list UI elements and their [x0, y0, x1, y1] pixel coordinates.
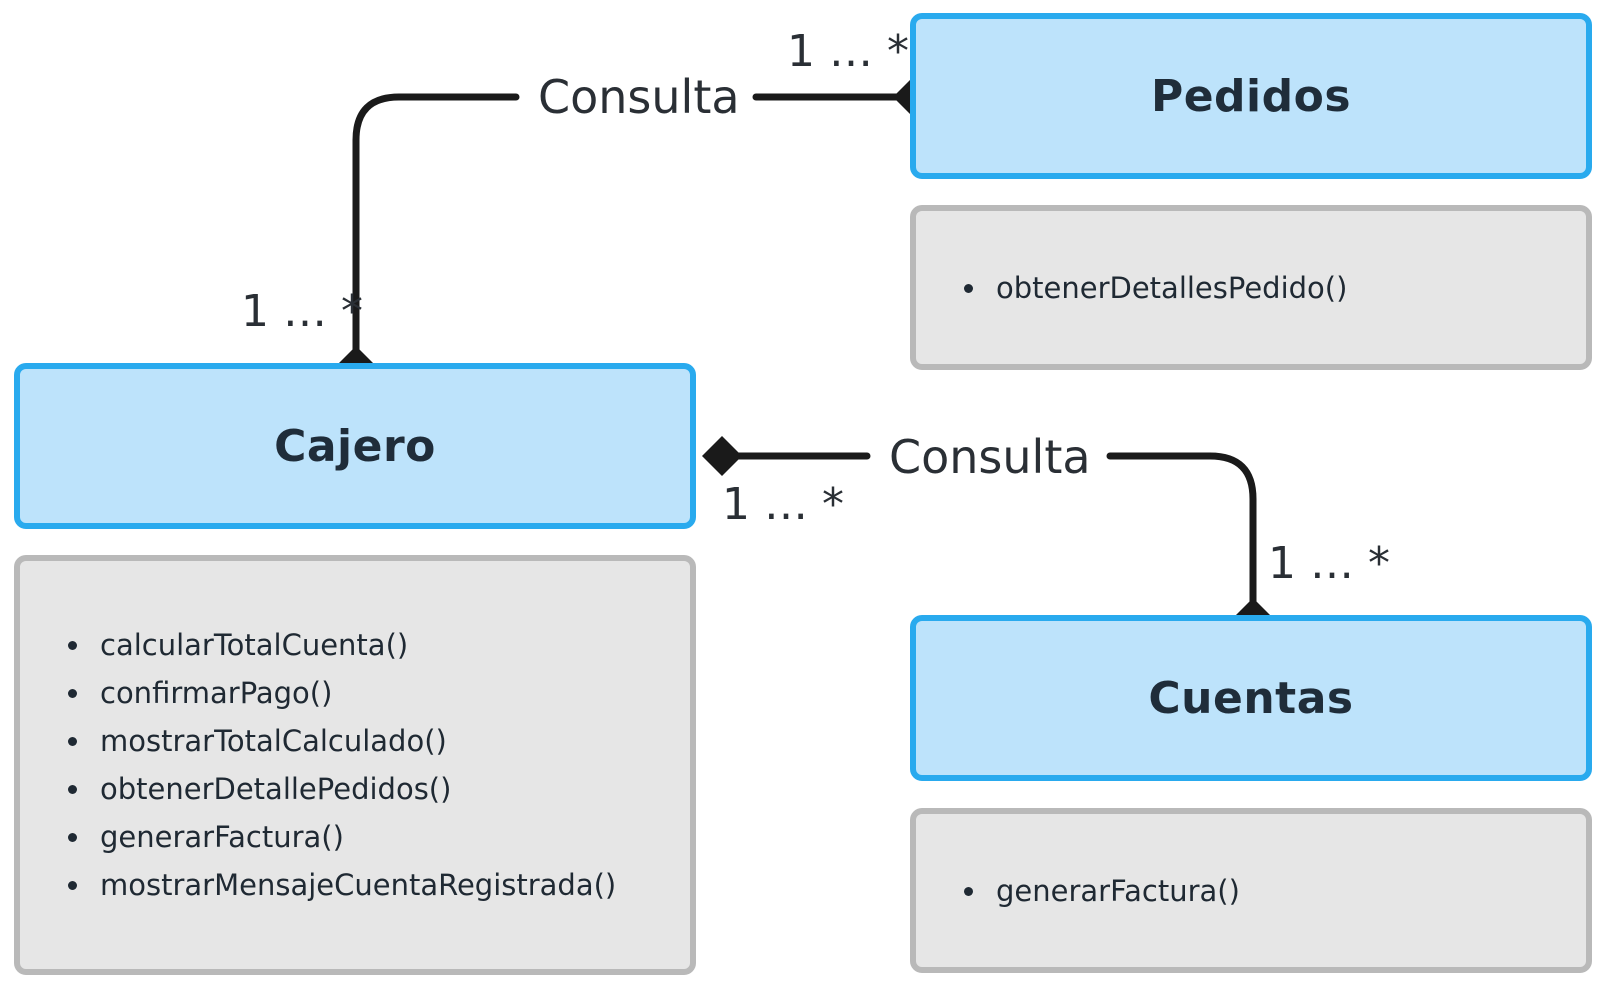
relation-label-cajero-cuentas: Consulta — [889, 430, 1091, 484]
relation-label-cajero-pedidos: Consulta — [538, 70, 740, 124]
composition-diamond-cajero-right — [702, 436, 742, 476]
method-list: generarFactura() — [960, 867, 1586, 915]
method-item: obtenerDetallesPedido() — [960, 264, 1586, 312]
class-cajero-methods: calcularTotalCuenta() confirmarPago() mo… — [14, 555, 696, 975]
class-cuentas-header[interactable]: Cuentas — [910, 615, 1592, 781]
class-cuentas-name: Cuentas — [1148, 672, 1354, 724]
multiplicity-cajero-top: 1 … * — [241, 286, 363, 337]
method-item: generarFactura() — [960, 867, 1586, 915]
class-cajero-name: Cajero — [274, 420, 436, 472]
method-list: obtenerDetallesPedido() — [960, 264, 1586, 312]
method-item: confirmarPago() — [64, 669, 690, 717]
method-item: calcularTotalCuenta() — [64, 621, 690, 669]
method-item: mostrarMensajeCuentaRegistrada() — [64, 861, 690, 909]
method-item: obtenerDetallePedidos() — [64, 765, 690, 813]
multiplicity-pedidos-end: 1 … * — [787, 26, 909, 77]
class-cajero-header[interactable]: Cajero — [14, 363, 696, 529]
multiplicity-cajero-right: 1 … * — [722, 479, 844, 530]
method-item: generarFactura() — [64, 813, 690, 861]
method-item: mostrarTotalCalculado() — [64, 717, 690, 765]
class-pedidos-header[interactable]: Pedidos — [910, 13, 1592, 179]
connector-cajero-cuentas — [718, 452, 1257, 612]
method-list: calcularTotalCuenta() confirmarPago() mo… — [64, 621, 690, 909]
class-cuentas-methods: generarFactura() — [910, 808, 1592, 973]
class-pedidos-methods: obtenerDetallesPedido() — [910, 205, 1592, 370]
multiplicity-cuentas-end: 1 … * — [1268, 538, 1390, 589]
connector-cajero-pedidos — [352, 93, 916, 364]
class-pedidos-name: Pedidos — [1150, 70, 1352, 122]
